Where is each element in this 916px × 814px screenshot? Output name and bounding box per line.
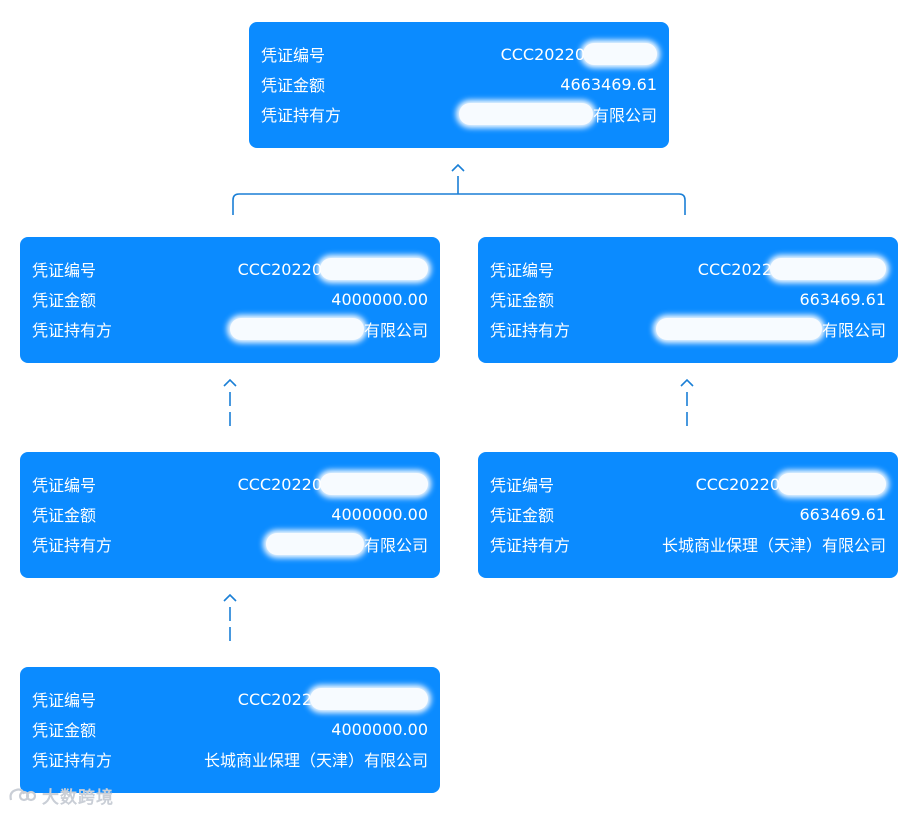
chevron-up-icon [451,163,465,172]
watermark-logo-icon [9,787,36,801]
voucher-holder-row: 凭证持有方 长城商业保理（天津）有限公司 [32,744,428,774]
voucher-id-value: CCC20220 [237,259,322,279]
voucher-amount-label: 凭证金额 [261,76,326,95]
redaction-mask [310,688,428,710]
voucher-holder-label: 凭证持有方 [261,106,342,125]
voucher-amount-value: 4000000.00 [331,504,428,524]
chevron-up-icon [680,378,694,387]
voucher-id-row: 凭证编号 CCC2022 [490,254,886,284]
voucher-id-row: 凭证编号 CCC20220 [32,254,428,284]
voucher-amount-label: 凭证金额 [32,291,97,310]
voucher-amount-row: 凭证金额 4000000.00 [32,714,428,744]
voucher-holder-row: 凭证持有方 长城商业保理（天津）有限公司 [490,529,886,559]
voucher-amount-value: 663469.61 [799,504,886,524]
voucher-amount-value: 663469.61 [799,289,886,309]
voucher-holder-label: 凭证持有方 [490,536,571,555]
voucher-id-value: CCC2022 [237,689,312,709]
voucher-id-label: 凭证编号 [32,261,97,280]
voucher-id-label: 凭证编号 [490,476,555,495]
voucher-id-label: 凭证编号 [261,46,326,65]
voucher-card[interactable]: 凭证编号 CCC20220 凭证金额 4663469.61 凭证持有方 有限公司 [249,22,669,148]
redaction-mask [778,473,886,495]
voucher-id-label: 凭证编号 [32,476,97,495]
redaction-mask [320,473,428,495]
voucher-holder-row: 凭证持有方 有限公司 [32,314,428,344]
connector-bracket [232,193,686,215]
voucher-holder-value: 有限公司 [363,321,428,340]
voucher-id-value: CCC20220 [237,474,322,494]
voucher-holder-label: 凭证持有方 [490,321,571,340]
redaction-mask [229,318,364,340]
voucher-card[interactable]: 凭证编号 CCC20220 凭证金额 4000000.00 凭证持有方 有限公司 [20,452,440,578]
redaction-mask [458,103,593,125]
voucher-holder-label: 凭证持有方 [32,536,113,555]
voucher-id-row: 凭证编号 CCC2022 [32,684,428,714]
voucher-holder-value: 长城商业保理（天津）有限公司 [661,536,886,555]
voucher-amount-value: 4000000.00 [331,719,428,739]
voucher-card[interactable]: 凭证编号 CCC20220 凭证金额 663469.61 凭证持有方 长城商业保… [478,452,898,578]
voucher-amount-row: 凭证金额 4000000.00 [32,499,428,529]
redaction-mask [583,43,657,65]
voucher-amount-row: 凭证金额 4000000.00 [32,284,428,314]
voucher-amount-label: 凭证金额 [32,721,97,740]
voucher-holder-value: 有限公司 [821,321,886,340]
voucher-id-label: 凭证编号 [490,261,555,280]
voucher-id-row: 凭证编号 CCC20220 [32,469,428,499]
redaction-mask [320,258,428,280]
watermark: 大数跨境 [8,783,114,808]
voucher-card[interactable]: 凭证编号 CCC2022 凭证金额 4000000.00 凭证持有方 长城商业保… [20,667,440,793]
voucher-holder-row: 凭证持有方 有限公司 [261,99,657,129]
voucher-id-row: 凭证编号 CCC20220 [490,469,886,499]
chevron-up-icon [223,593,237,602]
voucher-amount-label: 凭证金额 [32,506,97,525]
voucher-holder-value: 长城商业保理（天津）有限公司 [203,751,428,770]
voucher-id-label: 凭证编号 [32,691,97,710]
voucher-amount-label: 凭证金额 [490,291,555,310]
voucher-amount-row: 凭证金额 663469.61 [490,499,886,529]
redaction-mask [770,258,886,280]
voucher-holder-label: 凭证持有方 [32,321,113,340]
redaction-mask [265,533,364,555]
voucher-holder-value: 有限公司 [592,106,657,125]
voucher-id-row: 凭证编号 CCC20220 [261,39,657,69]
voucher-holder-row: 凭证持有方 有限公司 [32,529,428,559]
voucher-amount-label: 凭证金额 [490,506,555,525]
voucher-amount-value: 4000000.00 [331,289,428,309]
voucher-amount-value: 4663469.61 [560,74,657,94]
watermark-text: 大数跨境 [42,788,114,808]
voucher-id-value: CCC2022 [697,259,772,279]
voucher-amount-row: 凭证金额 4663469.61 [261,69,657,99]
voucher-holder-label: 凭证持有方 [32,751,113,770]
voucher-holder-row: 凭证持有方 有限公司 [490,314,886,344]
redaction-mask [655,318,822,340]
voucher-id-value: CCC20220 [500,44,585,64]
chevron-up-icon [223,378,237,387]
voucher-card[interactable]: 凭证编号 CCC20220 凭证金额 4000000.00 凭证持有方 有限公司 [20,237,440,363]
voucher-card[interactable]: 凭证编号 CCC2022 凭证金额 663469.61 凭证持有方 有限公司 [478,237,898,363]
voucher-id-value: CCC20220 [695,474,780,494]
voucher-holder-value: 有限公司 [363,536,428,555]
voucher-amount-row: 凭证金额 663469.61 [490,284,886,314]
